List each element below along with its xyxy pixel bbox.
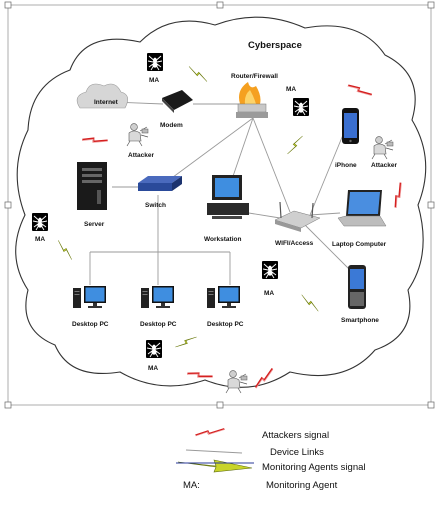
ma-3-icon (31, 212, 49, 232)
attacker-2-label: Attacker (371, 162, 397, 169)
legend-monitor-swatch (176, 459, 254, 473)
ma-4-label: MA (264, 290, 274, 297)
wifi-label: WIFI/Access (275, 240, 314, 247)
iphone-label: iPhone (335, 162, 357, 169)
ma-5-label: MA (148, 365, 158, 372)
legend: Attackers signal Device Links Monitoring… (176, 427, 366, 491)
workstation-label: Workstation (204, 236, 241, 243)
workstation-icon (207, 175, 249, 219)
legend-attack-swatch (194, 427, 226, 438)
legend-attack-label: Attackers signal (262, 430, 329, 441)
modem-label: Modem (160, 122, 183, 129)
desktop-pc-1-label: Desktop PC (72, 321, 109, 328)
ma-4-icon (261, 260, 279, 280)
legend-monitor-label: Monitoring Agents signal (262, 462, 366, 473)
router-firewall-icon (236, 82, 268, 118)
server-label: Server (84, 221, 105, 228)
desktop-pc-3-label: Desktop PC (207, 321, 244, 328)
ma-1-icon (146, 52, 164, 72)
selection-frame (4, 1, 435, 409)
smartphone-icon (348, 265, 366, 309)
ma-3-label: MA (35, 236, 45, 243)
server-icon (77, 162, 107, 210)
desktop-pc-2-label: Desktop PC (140, 321, 177, 328)
iphone-icon (342, 108, 359, 144)
switch-label: Switch (145, 202, 166, 209)
wifi-access-icon (274, 201, 321, 232)
router-label: Router/Firewall (231, 73, 278, 80)
ma-2-icon (292, 97, 310, 117)
legend-ma-prefix: MA: (183, 480, 200, 491)
attacker-1-label: Attacker (128, 152, 154, 159)
legend-link-label: Device Links (270, 447, 324, 458)
internet-label: Internet (94, 99, 119, 106)
ma-5-icon (145, 339, 163, 359)
ma-1-label: MA (149, 77, 159, 84)
switch-icon (138, 176, 182, 191)
legend-ma-label: Monitoring Agent (266, 480, 338, 491)
ma-2-label: MA (286, 86, 296, 93)
cyberspace-cloud (15, 16, 427, 388)
cyberspace-title: Cyberspace (248, 40, 302, 51)
laptop-label: Laptop Computer (332, 241, 387, 248)
legend-link-swatch (185, 449, 243, 454)
smartphone-label: Smartphone (341, 317, 379, 324)
internet-icon (76, 83, 129, 109)
laptop-icon (337, 190, 387, 227)
modem-icon (162, 90, 193, 113)
